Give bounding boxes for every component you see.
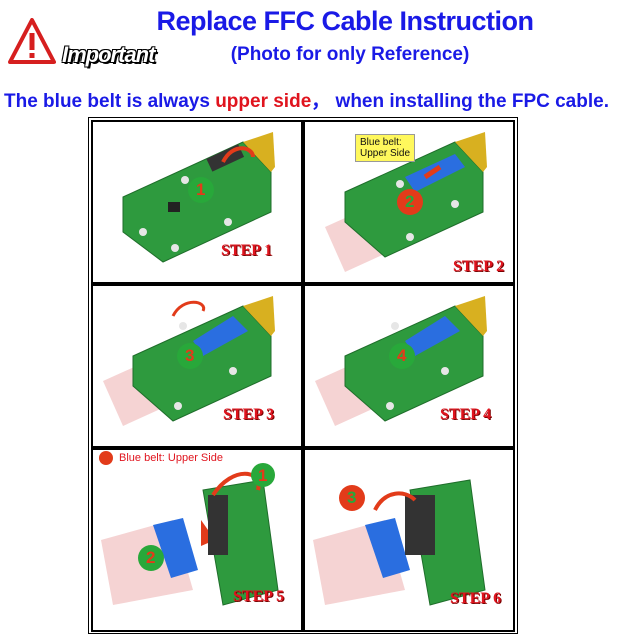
step-6-illustration xyxy=(313,479,486,606)
step-4-number: 4 xyxy=(397,346,407,365)
page-subtitle: (Photo for only Reference) xyxy=(230,44,470,65)
step-4-panel: 4 STEP 4 xyxy=(303,284,515,448)
important-label: Important xyxy=(62,42,155,67)
step-1-panel: 1 STEP 1 xyxy=(91,120,303,284)
step-1-label: STEP 1 xyxy=(221,242,273,259)
step-2-illustration xyxy=(325,132,487,272)
step-2-callout: Blue belt: Upper Side xyxy=(355,134,416,162)
step-4-illustration xyxy=(315,296,487,426)
step-3-label: STEP 3 xyxy=(223,406,275,423)
steps-grid: 1 STEP 1 Blue belt: Upper Side 2 STEP 2 xyxy=(88,117,518,634)
step-5-illustration xyxy=(99,451,279,606)
note-text-1: The blue belt is always xyxy=(4,91,216,112)
step-6-label: STEP 6 xyxy=(450,590,502,607)
instruction-note: The blue belt is always upper side， when… xyxy=(0,86,640,113)
page-title: Replace FFC Cable Instruction xyxy=(156,6,534,36)
step-4-label: STEP 4 xyxy=(440,406,492,423)
step-3-panel: 3 STEP 3 xyxy=(91,284,303,448)
step-1-number: 1 xyxy=(196,180,206,199)
note-text-2: ， when installing the FPC cable. xyxy=(311,91,609,112)
step-2-label: STEP 2 xyxy=(453,258,505,275)
note-highlight: upper side xyxy=(215,91,312,112)
step-2-number: 2 xyxy=(405,192,415,211)
step-5-number-1: 1 xyxy=(258,466,268,485)
step-5-panel: Blue belt: Upper Side 1 2 STEP 5 xyxy=(91,448,303,632)
step-6-number: 3 xyxy=(347,488,357,507)
step-5-callout: Blue belt: Upper Side xyxy=(119,452,223,464)
step-5-number-2: 2 xyxy=(146,548,156,567)
step-5-label: STEP 5 xyxy=(233,588,285,605)
step-1-illustration xyxy=(122,132,275,263)
step-3-number: 3 xyxy=(185,346,195,365)
warning-triangle-icon xyxy=(8,18,56,66)
step-2-panel: Blue belt: Upper Side 2 STEP 2 xyxy=(303,120,515,284)
step-3-illustration xyxy=(103,296,275,426)
step-6-panel: 3 STEP 6 xyxy=(303,448,515,632)
